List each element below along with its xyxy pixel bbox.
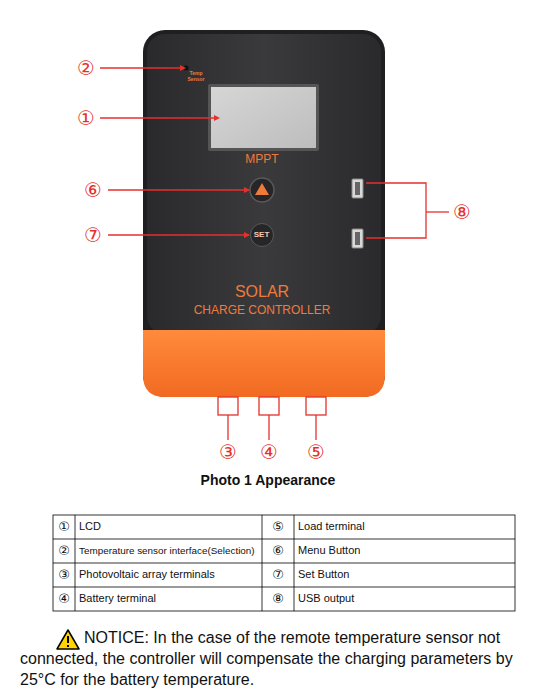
table-cell: Set Button bbox=[298, 568, 349, 581]
housing-edge bbox=[143, 30, 385, 397]
callout-number: ② bbox=[77, 56, 95, 80]
table-cell: Menu Button bbox=[298, 544, 360, 557]
lcd-bezel bbox=[208, 84, 319, 151]
table-number: ⑤ bbox=[272, 519, 284, 535]
table-number: ④ bbox=[58, 591, 70, 607]
callout-number: ① bbox=[77, 106, 95, 130]
lcd-screen bbox=[211, 87, 316, 148]
table-cell: USB output bbox=[298, 592, 354, 605]
menu-button bbox=[250, 178, 274, 202]
callout-number: ③ bbox=[219, 440, 237, 464]
table-number: ⑦ bbox=[272, 567, 284, 583]
table-cell: Photovoltaic array terminals bbox=[79, 568, 215, 581]
table-number: ③ bbox=[58, 567, 70, 583]
table-cell: Battery terminal bbox=[79, 592, 156, 605]
solar-text: SOLAR bbox=[235, 283, 289, 301]
callout-number: ⑤ bbox=[307, 440, 325, 464]
mppt-text: MPPT bbox=[245, 153, 278, 167]
notice-text: NOTICE: In the case of the remote temper… bbox=[20, 628, 528, 690]
table-number: ② bbox=[58, 543, 70, 559]
figure-caption: Photo 1 Appearance bbox=[201, 472, 336, 488]
set-text: SET bbox=[254, 230, 270, 239]
charge-controller-text: CHARGE CONTROLLER bbox=[194, 304, 331, 318]
table-number: ⑥ bbox=[272, 543, 284, 559]
table-number: ① bbox=[58, 519, 70, 535]
table-number: ⑧ bbox=[272, 591, 284, 607]
temp-sensor-text: Temp Sensor bbox=[186, 71, 206, 83]
parts-table bbox=[53, 515, 515, 611]
usb-port-slot bbox=[355, 232, 360, 245]
leader-lines bbox=[100, 65, 449, 440]
battery-terminal bbox=[259, 397, 279, 415]
load-terminal bbox=[306, 397, 326, 415]
callout-number: ⑦ bbox=[84, 223, 102, 247]
pv-terminal bbox=[218, 397, 238, 415]
table-cell: Temperature sensor interface(Selection) bbox=[79, 545, 255, 557]
orange-base bbox=[143, 330, 385, 397]
controller-housing: Temp SensorMPPT SOLAR CHARGE CONTROLLER SET bbox=[143, 30, 385, 397]
warning-icon bbox=[57, 630, 79, 649]
table-cell: LCD bbox=[79, 520, 101, 533]
housing-face bbox=[147, 34, 381, 334]
callout-number: ⑧ bbox=[453, 200, 471, 224]
table-cell: Load terminal bbox=[298, 520, 365, 533]
set-button: SET bbox=[250, 223, 274, 247]
usb-port bbox=[352, 179, 363, 198]
usb-port-slot bbox=[355, 182, 360, 195]
callout-number: ④ bbox=[260, 440, 278, 464]
usb-port bbox=[352, 229, 363, 248]
callout-number: ⑥ bbox=[84, 178, 102, 202]
menu-arrow bbox=[255, 183, 269, 195]
